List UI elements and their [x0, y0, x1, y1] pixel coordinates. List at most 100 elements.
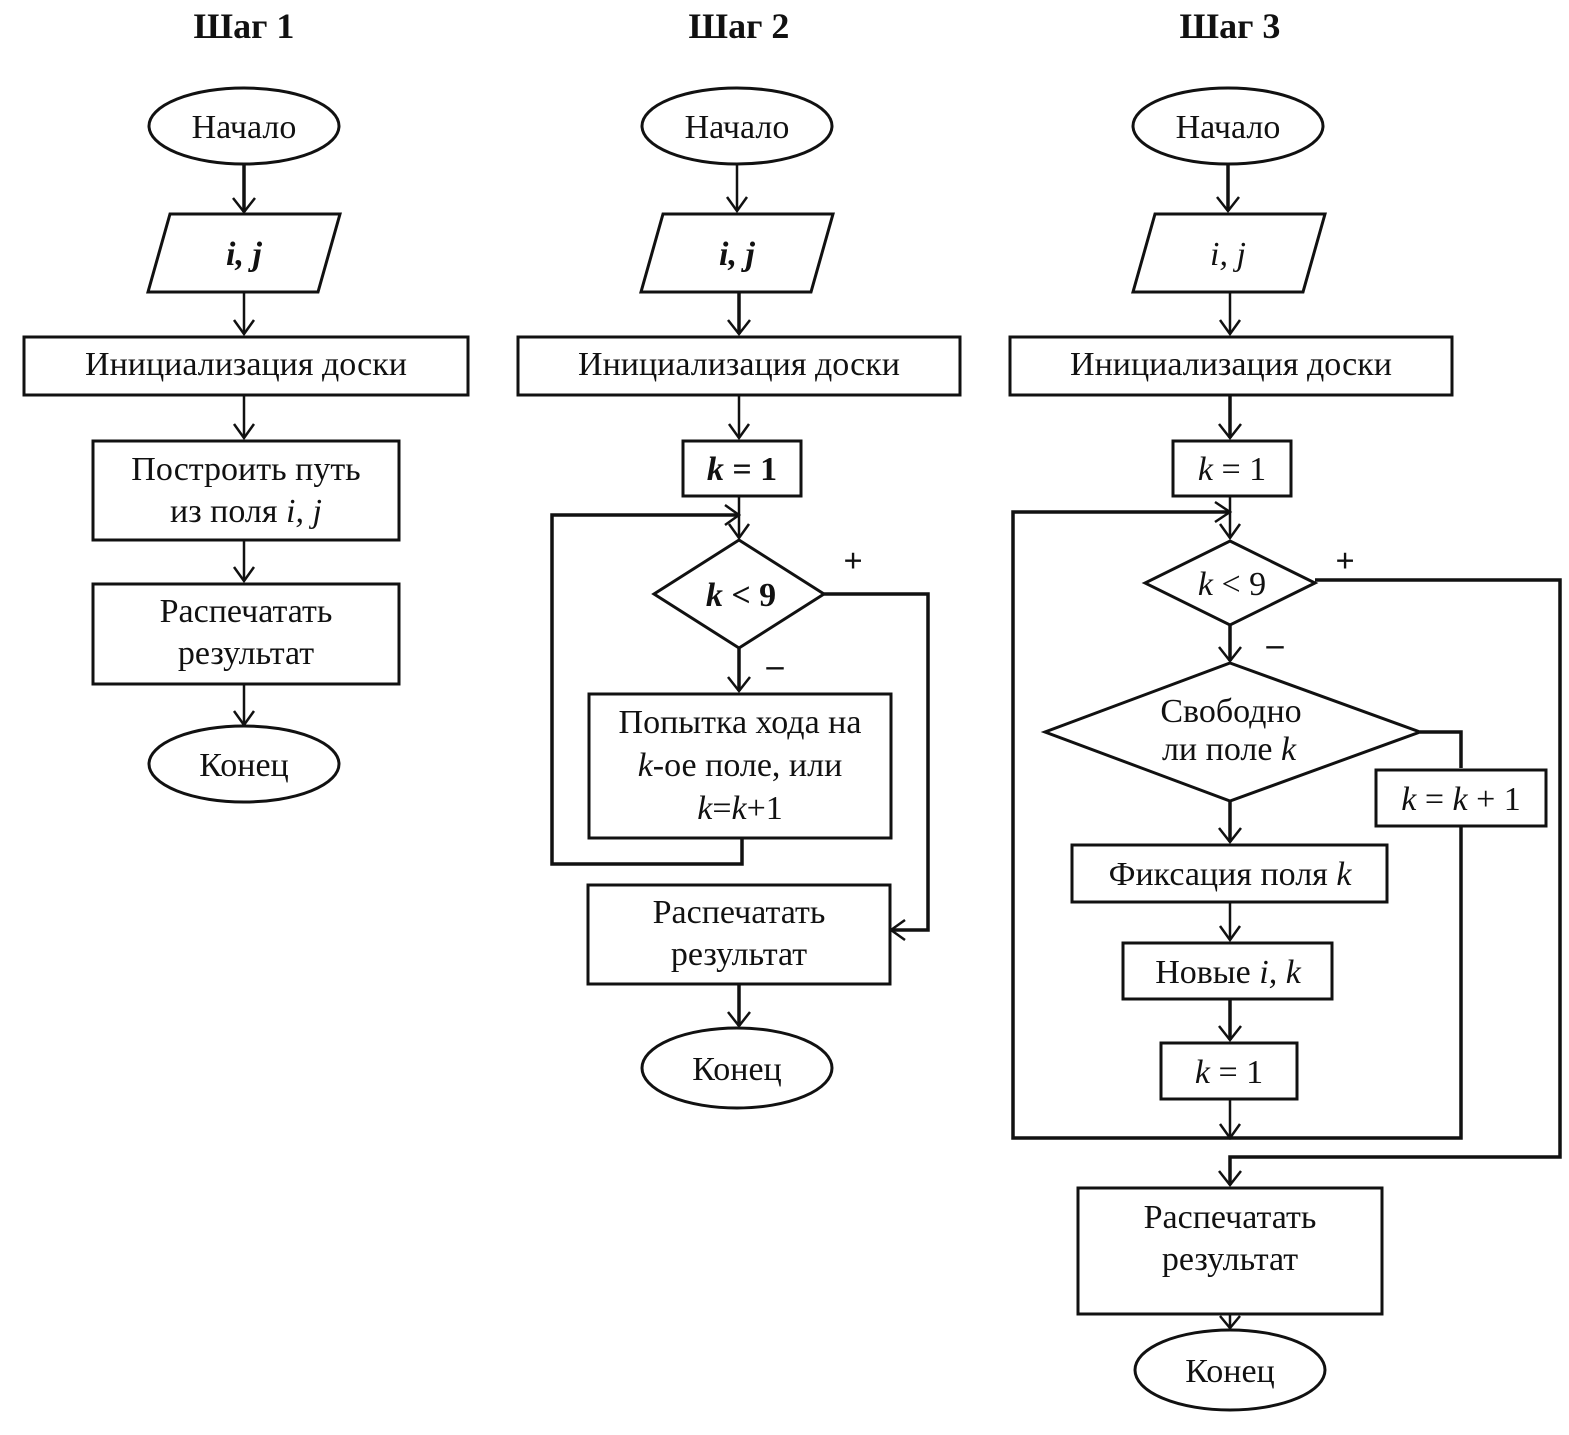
step-3-arrowhead-4 — [1218, 523, 1242, 541]
step-2-yes-branch-line — [824, 592, 930, 932]
step-3-new-values-box — [1121, 941, 1334, 1001]
step-3-input-label: i, j — [1210, 236, 1246, 273]
step-3-arrowhead-8 — [1219, 1315, 1241, 1330]
step-3-inc-rest: + 1 — [1468, 781, 1521, 818]
step-1-print-line1: Распечатать — [160, 593, 333, 630]
step-3-k-reset-label: k = 1 — [1195, 1054, 1263, 1091]
step-2-try-line3: k=k+1 — [697, 790, 783, 827]
step-3-print-box — [1076, 1186, 1384, 1316]
step-2-init-label: Инициализация доски — [578, 346, 900, 383]
step-3-fix-field-box — [1070, 843, 1389, 904]
step-3-loop-back-arrowhead — [1214, 500, 1233, 524]
step-3-free-line2-var: k — [1281, 731, 1297, 768]
step-3-k-init-box — [1171, 439, 1293, 498]
step-1-arrowhead-4 — [232, 566, 256, 584]
step-1-start-label: Начало — [192, 109, 297, 146]
step-3-print-line1: Распечатать — [1144, 1199, 1317, 1236]
step-2-arrowhead-1 — [725, 196, 749, 214]
step-3-free-line2: ли поле k — [1162, 731, 1297, 768]
step-3-k-reset-box — [1159, 1041, 1299, 1101]
step-3-free-yes-arrowhead — [1218, 827, 1242, 845]
step-3-arrowhead-1 — [1216, 196, 1240, 214]
step-3-start-label: Начало — [1176, 109, 1281, 146]
step-2-condition-label: k < 9 — [706, 577, 776, 614]
step-1-build-line2-vars: i, j — [286, 493, 322, 530]
step-2-end-terminal — [640, 1026, 834, 1110]
step-3-inc-var1: k — [1401, 781, 1417, 818]
step-2-k-init-box — [681, 439, 803, 498]
step-3-yes-branch-line — [1228, 578, 1562, 1185]
step-2-try-line2-rest: -ое поле, или — [653, 747, 843, 784]
step-2-arrowhead-5 — [727, 1011, 751, 1029]
step-2-arrowhead-2 — [727, 319, 751, 337]
step-3-new-label: Новые i, k — [1155, 954, 1301, 991]
step-3-condition-label: k < 9 — [1198, 566, 1266, 603]
step-2-try-line2: k-ое поле, или — [638, 747, 843, 784]
step-3-condition-var: k — [1198, 566, 1214, 603]
step-3-free-line1: Свободно — [1160, 693, 1301, 730]
step-2-print-line2: результат — [671, 936, 807, 973]
step-3-new-vars: i, k — [1259, 954, 1301, 991]
step-3-init-box — [1008, 335, 1454, 397]
step-2-arrowhead-4 — [727, 523, 751, 541]
step-3-arrowhead-6 — [1218, 1025, 1242, 1043]
step-2-print-box — [586, 883, 892, 986]
step-3-arrowhead-3 — [1218, 423, 1242, 441]
step-2-try-line2-var: k — [638, 747, 654, 784]
step-3-k-init-label: k = 1 — [1198, 451, 1266, 488]
step-2-try-move-box — [587, 692, 893, 840]
step-3-print-line2: результат — [1162, 1241, 1298, 1278]
step-3-new-prefix: Новые — [1155, 954, 1259, 991]
step-3-arrowhead-5 — [1218, 925, 1242, 943]
step-2-minus-sign: – — [766, 647, 785, 684]
step-1-build-path-box — [91, 439, 401, 542]
step-3-free-line2-prefix: ли поле — [1162, 731, 1281, 768]
step-1-input-parallelogram — [146, 212, 342, 294]
step-2-input-label: i, j — [719, 236, 755, 273]
step-1-build-line2: из поля i, j — [170, 493, 322, 530]
step-3-init-label: Инициализация доски — [1070, 346, 1392, 383]
step-1-title: Шаг 1 — [194, 6, 295, 46]
step-1-arrowhead-1 — [232, 197, 256, 215]
step-3-end-label: Конец — [1185, 1353, 1274, 1390]
step-1-end-label: Конец — [199, 747, 288, 784]
step-2-print-line1: Распечатать — [653, 894, 826, 931]
step-2-init-box — [516, 335, 962, 397]
step-3-flowchart: Шаг 3 Начало i, j Инициализация доски k … — [1008, 6, 1562, 1412]
step-2-loop-back-arrowhead — [724, 503, 742, 527]
step-1-arrowhead-3 — [232, 423, 256, 441]
step-1-input-label: i, j — [226, 236, 262, 273]
step-3-inc-mid: = — [1416, 781, 1452, 818]
step-3-increment-label: k = k + 1 — [1401, 781, 1521, 818]
step-1-build-line2-prefix: из поля — [170, 493, 286, 530]
step-3-condition-rest: < 9 — [1213, 566, 1266, 603]
step-3-minus-sign: – — [1266, 626, 1285, 663]
step-3-occupied-branch-line — [1420, 730, 1463, 768]
step-2-condition-var: k — [706, 577, 723, 614]
step-3-title: Шаг 3 — [1180, 6, 1281, 46]
step-3-fix-var: k — [1336, 856, 1352, 893]
step-3-k-init-var: k — [1198, 451, 1214, 488]
step-2-loop-back-line — [550, 513, 744, 866]
step-1-print-line2: результат — [178, 635, 314, 672]
step-2-k-init-label: k = 1 — [707, 451, 777, 488]
step-2-condition-rest: < 9 — [723, 577, 776, 614]
step-3-inc-var2: k — [1453, 781, 1469, 818]
step-3-k-reset-var: k — [1195, 1054, 1211, 1091]
step-3-fix-label: Фиксация поля k — [1109, 856, 1353, 893]
step-3-input-parallelogram — [1131, 212, 1327, 294]
step-3-arrowhead-7 — [1218, 1123, 1242, 1141]
step-2-try-line3-rest: +1 — [747, 790, 783, 827]
step-3-fix-prefix: Фиксация поля — [1109, 856, 1337, 893]
step-3-k-reset-rest: = 1 — [1210, 1054, 1263, 1091]
step-2-end-label: Конец — [692, 1051, 781, 1088]
step-3-end-terminal — [1133, 1328, 1327, 1412]
step-2-no-branch-arrowhead — [727, 676, 751, 694]
step-1-print-box — [91, 582, 401, 686]
step-2-flowchart: Шаг 2 Начало i, j Инициализация доски k … — [516, 6, 962, 1110]
step-2-try-line3-mid: = — [712, 790, 731, 827]
step-2-plus-sign: + — [843, 543, 862, 580]
step-1-arrowhead-2 — [232, 319, 256, 337]
step-2-k-init-var: k — [707, 451, 724, 488]
step-3-k-init-rest: = 1 — [1213, 451, 1266, 488]
